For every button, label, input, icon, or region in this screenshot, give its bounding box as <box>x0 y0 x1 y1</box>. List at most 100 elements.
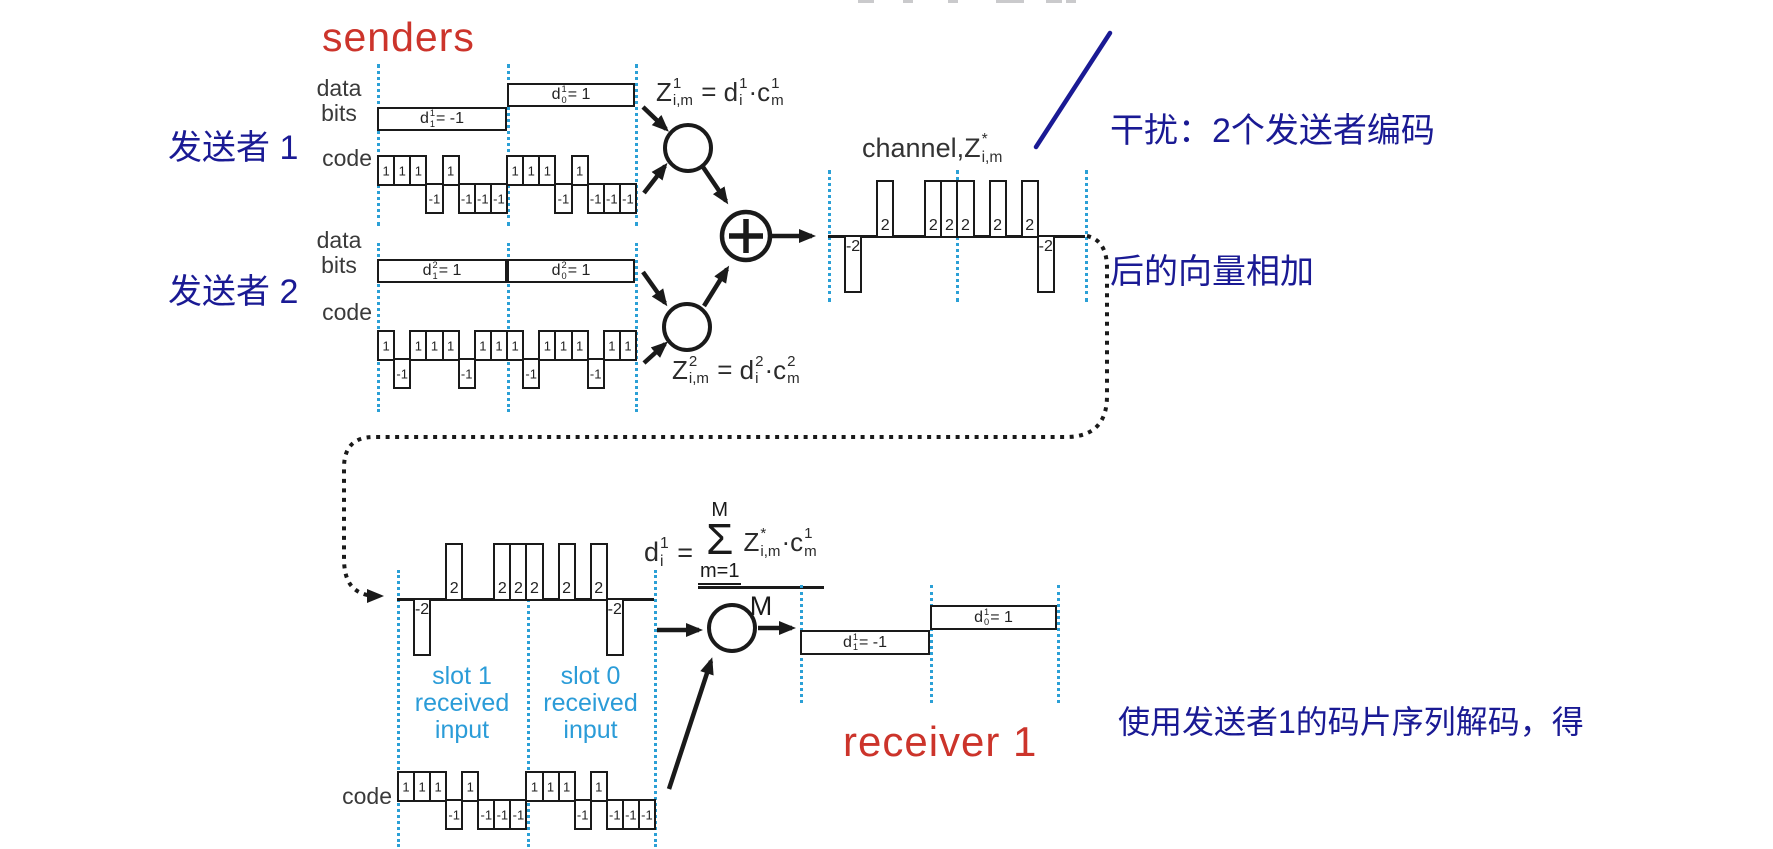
sender2-code-wave-chip-bar: 1 <box>377 330 396 361</box>
chip-value: 2 <box>449 580 459 597</box>
chip-value: 2 <box>513 580 523 597</box>
channel-sum-wave-chip-bar: 2 <box>956 180 975 238</box>
chip-value: -1 <box>557 191 570 206</box>
signal-arrows <box>641 105 816 790</box>
cropped-title-remnant <box>1046 0 1062 3</box>
received-input-wave-chip-bar: 2 <box>557 543 576 601</box>
channel-sum-wave-chip-bar: 2 <box>1020 180 1039 238</box>
received-input-wave-chip-bar: 2 <box>445 543 464 601</box>
chip-value: 1 <box>446 163 455 178</box>
chip-value: 1 <box>530 779 539 794</box>
sender1-code-wave-chip-bar: -1 <box>489 183 508 214</box>
chip-value: 1 <box>595 779 603 794</box>
sigma-icon: Σ <box>706 515 734 564</box>
multiplier2-icon <box>662 302 712 352</box>
channel-label: channel,Z*i,m <box>862 131 1003 166</box>
chip-value: 1 <box>466 779 474 794</box>
receiver-code-wave-chip-bar: 1 <box>589 771 608 802</box>
chip-value: 1 <box>414 338 422 353</box>
chip-value: 1 <box>402 779 410 794</box>
sender1-code-wave-chip-bar: 1 <box>441 155 460 186</box>
chip-value: 2 <box>880 217 890 234</box>
chip-value: -2 <box>1038 238 1053 255</box>
fraction-denominator: M <box>749 591 773 621</box>
receiver-code-wave-chip-bar: 1 <box>557 771 576 802</box>
chip-value: -1 <box>589 191 602 206</box>
slot-guide-line <box>635 64 638 226</box>
sender2-code-label: code <box>322 299 372 325</box>
chip-value: 2 <box>928 217 938 234</box>
chip-value: -1 <box>460 191 473 206</box>
channel-sum-wave-chip-bar: 2 <box>876 180 895 238</box>
chip-value: 1 <box>575 163 584 178</box>
slot1-received-label: slot 1 received input <box>414 662 510 744</box>
sender2-label: 发送者 2 <box>168 273 299 311</box>
chip-value: 1 <box>434 779 442 794</box>
receiver-code-wave-chip-bar: -1 <box>573 799 592 830</box>
sender2-code-wave-chip-bar: 1 <box>570 330 589 361</box>
chip-value: 2 <box>961 217 970 234</box>
chip-value: 1 <box>446 338 455 353</box>
slot-guide-line <box>397 570 400 847</box>
decode-note: 使用发送者1的码片序列解码，得 到发送者1发出的比特数据 <box>1118 704 1584 849</box>
channel-sum-wave-chip-bar: 2 <box>988 180 1007 238</box>
sender1-data-bits-label: data bits <box>316 75 362 126</box>
chip-value: 1 <box>624 338 632 353</box>
chip-value: -1 <box>525 366 537 381</box>
sender1-code-label: code <box>322 145 372 171</box>
chip-value: -1 <box>428 191 441 206</box>
sender2-code-wave-chip-bar: 1 <box>506 330 525 361</box>
receiver-code-wave-chip-bar: -1 <box>509 799 528 830</box>
sender2-code-wave-chip-bar: 1 <box>618 330 637 361</box>
chip-value: 1 <box>543 338 551 353</box>
fraction-bar <box>698 586 824 589</box>
chip-value: -1 <box>576 807 589 822</box>
sender1-code-wave-chip-bar: 1 <box>538 155 557 186</box>
chip-value: 2 <box>562 580 572 597</box>
slot-guide-line <box>377 64 380 226</box>
chip-value: 1 <box>559 338 568 353</box>
received-input-wave-chip-bar: -2 <box>605 598 624 656</box>
chip-value: -1 <box>641 807 653 822</box>
chip-value: -1 <box>480 807 493 822</box>
chip-value: -2 <box>607 601 622 618</box>
sender1-label: 发送者 1 <box>168 129 299 167</box>
chip-value: -1 <box>609 807 621 822</box>
chip-value: -1 <box>496 807 509 822</box>
chip-value: 2 <box>1025 217 1035 234</box>
slot0-received-label: slot 0 received input <box>543 662 638 744</box>
interference-pointer-line <box>1033 30 1113 150</box>
receiver-code-label: code <box>342 783 392 809</box>
slot-guide-line <box>635 243 638 412</box>
chip-value: -1 <box>622 191 634 206</box>
cropped-title-remnant <box>996 0 1024 3</box>
receiver-code-wave-chip-bar: -1 <box>637 799 656 830</box>
chip-value: 1 <box>511 163 519 178</box>
chip-value: 1 <box>527 163 535 178</box>
slot-guide-line <box>930 585 933 703</box>
sender2-code-wave-chip-bar: -1 <box>393 358 412 389</box>
chip-value: -1 <box>512 807 525 822</box>
chip-value: -1 <box>493 191 505 206</box>
chip-value: 2 <box>497 580 507 597</box>
receiver1-title: receiver 1 <box>843 718 1038 765</box>
chip-value: 1 <box>382 163 390 178</box>
channel-sum-wave-chip-bar: -2 <box>1036 235 1055 293</box>
chip-value: 1 <box>418 779 426 794</box>
received-input-wave-chip-bar: 2 <box>525 543 544 601</box>
sender1-code-wave-chip-bar: -1 <box>554 183 573 214</box>
slot-guide-line <box>1085 170 1088 302</box>
chip-value: 1 <box>511 338 519 353</box>
adder-icon <box>719 209 773 263</box>
slot-guide-line <box>507 64 510 226</box>
sender2-code-wave-chip-bar: 1 <box>441 330 460 361</box>
